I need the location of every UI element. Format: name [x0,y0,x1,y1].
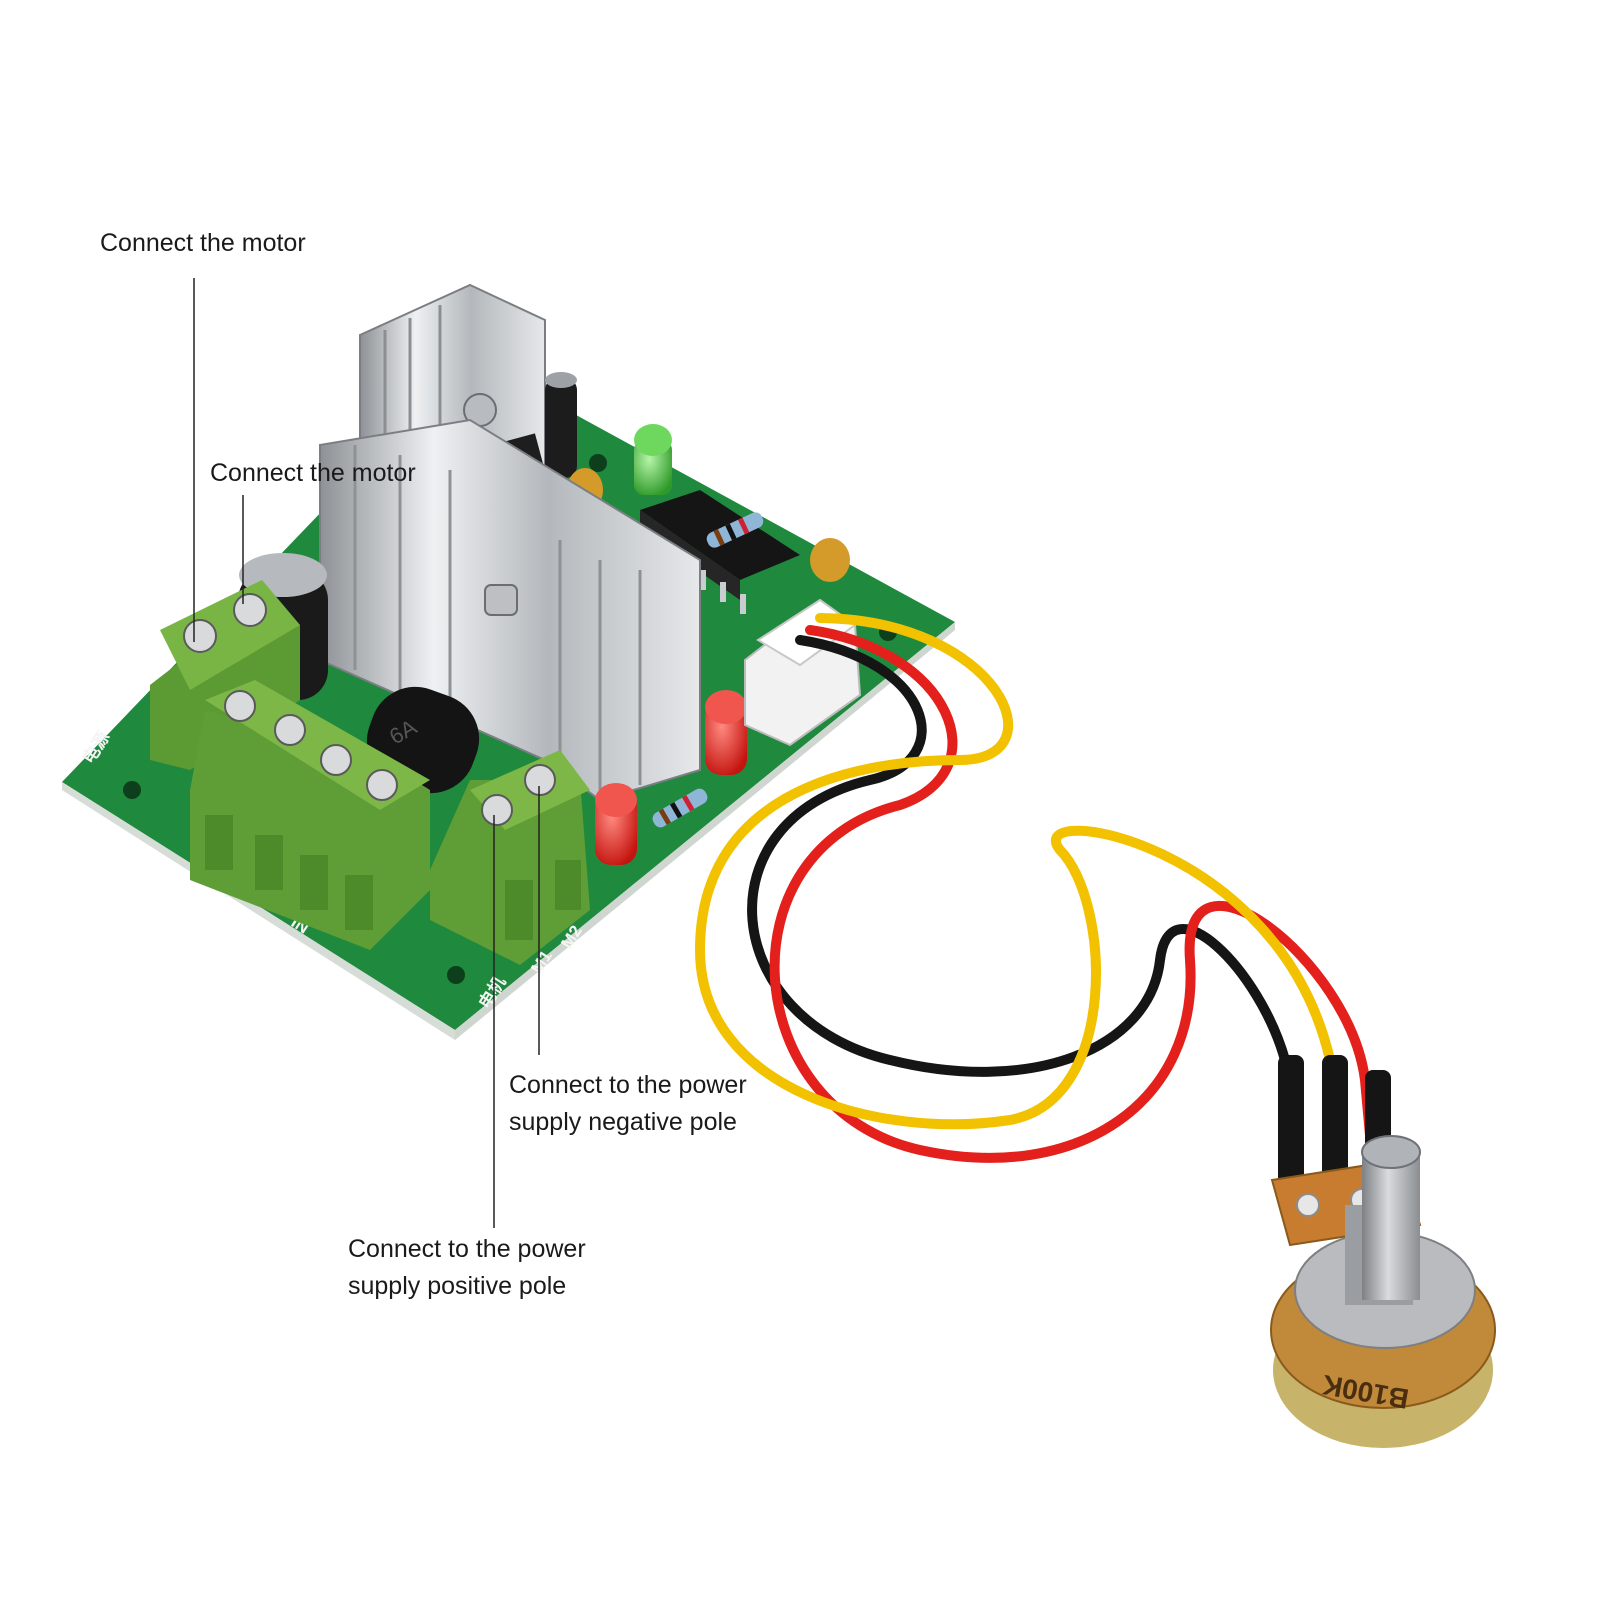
terminal-block-power [430,750,590,965]
red-led [705,690,747,775]
tantalum-capacitor [810,538,850,582]
callout-motor-1-text: Connect the motor [100,229,306,257]
terminal-block-in-out [190,680,430,950]
potentiometer: B100K [1270,1135,1496,1448]
resistor [706,512,764,548]
mount-hole [123,781,141,799]
callout-motor-2-text: Connect the motor [210,459,416,487]
wire-yellow [694,613,1340,1195]
mount-hole [589,454,607,472]
resistor [652,788,708,828]
wire-red [769,625,1380,1195]
mount-hole [447,966,465,984]
callout-positive-pole: Connect to the power supply positive pol… [348,1231,586,1305]
wire-black [747,635,1300,1195]
callout-motor-1: Connect the motor [100,225,306,262]
callout-motor-2: Connect the motor [210,455,416,492]
callout-negative-line2: supply negative pole [509,1108,737,1136]
electrolytic-capacitor-top [545,372,577,478]
callout-lines [193,278,540,1228]
callout-negative-pole: Connect to the power supply negative pol… [509,1067,747,1141]
callout-negative-line1: Connect to the power [509,1071,747,1099]
potentiometer-wires [694,613,1380,1195]
green-led [634,424,672,495]
terminal-block-motor [150,580,300,770]
front-heatsink [319,418,701,802]
callout-positive-line1: Connect to the power [348,1235,586,1263]
red-led [595,783,637,865]
callout-positive-line2: supply positive pole [348,1272,567,1300]
